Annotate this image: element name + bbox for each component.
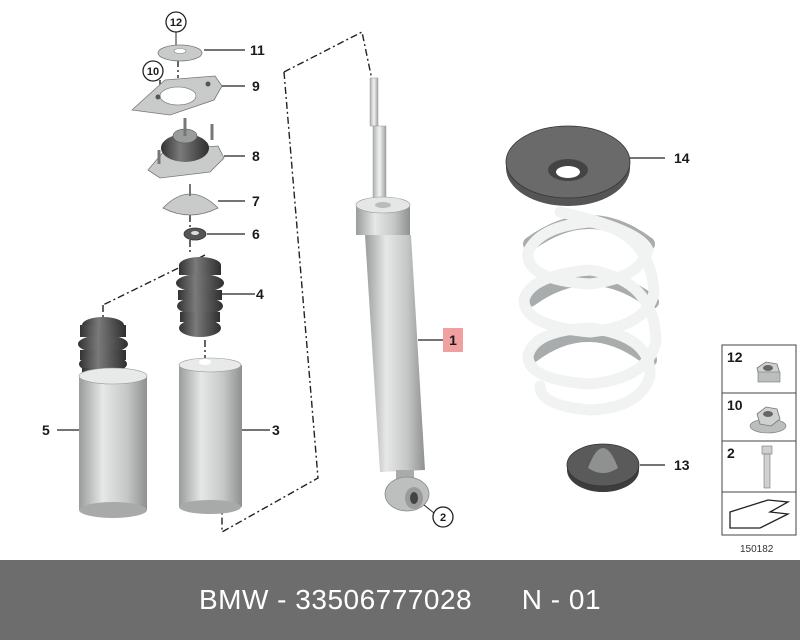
svg-text:14: 14 [674, 150, 690, 166]
svg-text:6: 6 [252, 226, 260, 242]
bump-stop-part-4: 4 [176, 257, 264, 337]
callout-2: 2 [423, 504, 454, 528]
coil-spring [518, 206, 662, 416]
flange-nut-icon [749, 406, 787, 434]
svg-text:4: 4 [256, 286, 264, 302]
bump-stop-tube-part-5: 5 [42, 317, 148, 518]
parts-diagram: 12 11 10 9 8 7 [42, 11, 797, 555]
shock-absorber-part-1 [355, 77, 430, 512]
footer-bar: BMW - 33506777028 N - 01 [0, 560, 800, 640]
svg-text:2: 2 [440, 512, 446, 524]
top-mount-part-8: 8 [147, 118, 260, 179]
svg-text:2: 2 [727, 445, 735, 461]
washer-part-6: 6 [183, 226, 260, 242]
spring-pad-part-13: 13 [566, 443, 690, 492]
svg-text:10: 10 [147, 66, 159, 78]
part-number: 33506777028 [295, 584, 473, 615]
svg-text:9: 9 [252, 78, 260, 94]
spring-pad-part-14: 14 [505, 125, 690, 206]
svg-text:5: 5 [42, 422, 50, 438]
svg-text:7: 7 [252, 193, 260, 209]
svg-text:10: 10 [727, 397, 743, 413]
callout-1: 1 [418, 328, 463, 352]
svg-text:150182: 150182 [740, 544, 774, 555]
bolt-icon [761, 445, 773, 489]
svg-text:8: 8 [252, 148, 260, 164]
svg-text:3: 3 [272, 422, 280, 438]
spacer [472, 584, 522, 616]
brand-label: BMW [198, 584, 269, 615]
svg-text:11: 11 [250, 42, 265, 58]
protection-tube-part-3: 3 [178, 357, 280, 514]
hardware-legend: 12 10 2 150182 [721, 344, 797, 555]
svg-text:13: 13 [674, 457, 690, 473]
position-code: N - 01 [521, 584, 602, 615]
direction-arrow-icon [729, 499, 791, 529]
callout-10: 10 [142, 60, 164, 82]
mount-plate-part-9: 9 [131, 75, 260, 116]
svg-text:1: 1 [449, 332, 457, 348]
washer-part-11: 11 [157, 42, 265, 62]
svg-text:12: 12 [727, 349, 743, 365]
svg-text:12: 12 [170, 17, 182, 29]
cap-part-7: 7 [162, 184, 260, 216]
separator: - [268, 584, 296, 615]
callout-12: 12 [165, 11, 187, 50]
hex-nut-icon [756, 361, 781, 383]
